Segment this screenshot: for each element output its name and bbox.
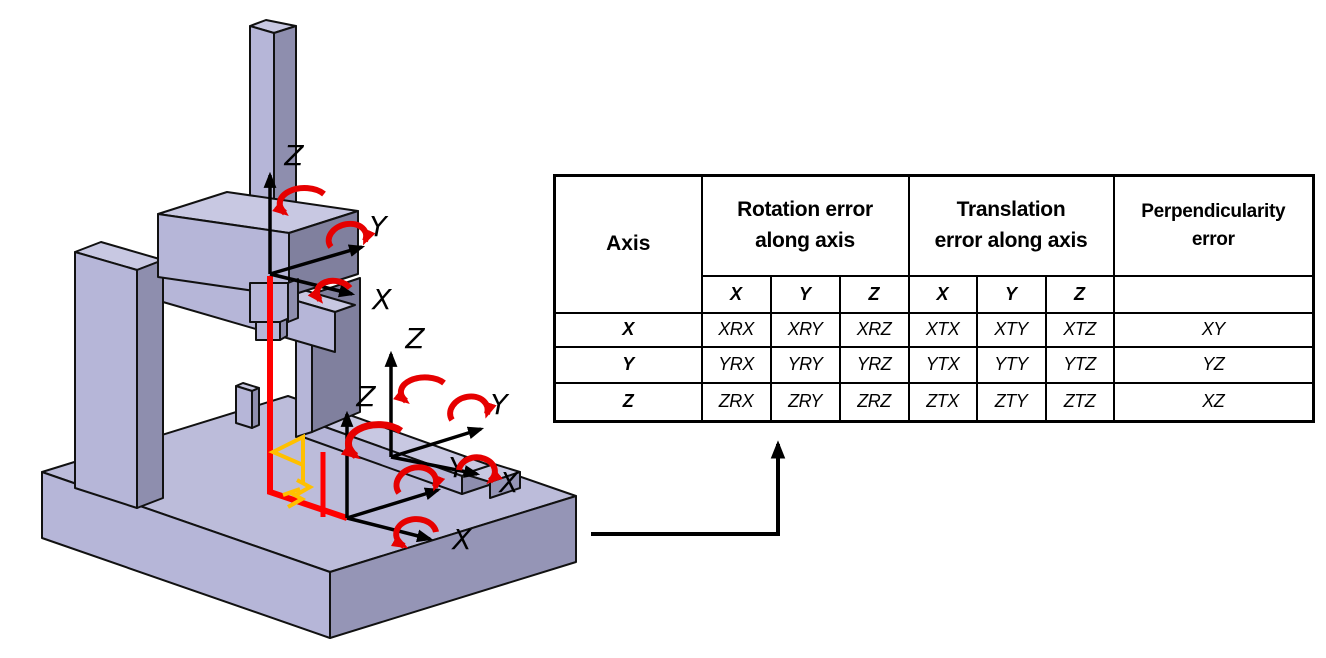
cell-yrx: YRX (700, 345, 772, 384)
callout-arrow (591, 440, 786, 536)
subheader-rot-x: X (700, 274, 772, 314)
cell-perp-xz: XZ (1112, 381, 1315, 423)
kinematic-chain-path (267, 276, 348, 521)
rotation-arrow-spindle-x-icon (307, 277, 353, 304)
cell-xtx: XTX (907, 311, 978, 348)
row-z-label: Z (553, 381, 703, 423)
subheader-trans-y: Y (975, 274, 1047, 314)
base-frame-x-label: X (450, 523, 472, 556)
cell-xty: XTY (975, 311, 1047, 348)
spindle-frame-x-label: X (370, 283, 392, 316)
cell-zrx: ZRX (700, 381, 772, 423)
cell-ytx: YTX (907, 345, 978, 384)
spindle-frame-y-label: Y (369, 210, 388, 243)
subheader-trans-x: X (907, 274, 978, 314)
carriage-frame (384, 350, 485, 478)
carriage-frame-y-label: Y (490, 388, 509, 421)
probe-symbol-icon (268, 433, 315, 509)
cell-yrz: YRZ (838, 345, 910, 384)
carriage-frame-x-axis (390, 455, 481, 478)
carriage-frame-y-axis (390, 426, 485, 459)
rotation-arrow-spindle-z-icon (272, 185, 326, 217)
cell-xry: XRY (769, 311, 841, 348)
cell-perp-xy: XY (1112, 311, 1315, 348)
spindle-frame-z-label: Z (283, 139, 304, 172)
subheader-perp-empty (1112, 274, 1315, 314)
row-y-label: Y (553, 345, 703, 384)
rotation-arrow-base-x-icon (390, 516, 439, 549)
rotation-arrow-base-z-icon (340, 421, 404, 460)
machine-body (41, 19, 577, 639)
subheader-rot-z: Z (838, 274, 910, 314)
cell-xrz: XRZ (838, 311, 910, 348)
rotation-arrow-base-y-icon (393, 464, 446, 495)
rotation-error-header-line1: Rotation error (737, 198, 873, 222)
error-table-grid: Axis Rotation error along axis Translati… (553, 174, 1316, 423)
carriage-frame-z-label: Z (404, 322, 425, 355)
probe-pedestal (235, 382, 260, 429)
machine-base (41, 395, 577, 639)
cell-yry: YRY (769, 345, 841, 384)
cell-ytz: YTZ (1044, 345, 1115, 384)
cell-xrx: XRX (700, 311, 772, 348)
base-frame-x-axis (346, 516, 434, 543)
base-frame-y-axis (346, 487, 442, 520)
perpendicularity-error-header-line1: Perpendicularity (1141, 201, 1286, 223)
spindle-frame (263, 171, 366, 298)
cell-ztz: ZTZ (1044, 381, 1115, 423)
axis-column-header: Axis (553, 174, 703, 314)
rotation-error-header-line2: along axis (755, 228, 855, 252)
rotation-arrows (272, 185, 503, 549)
base-frame-z-label: Z (355, 380, 376, 413)
cell-zry: ZRY (769, 381, 841, 423)
translation-error-header: Translation error along axis (907, 174, 1115, 277)
rotation-arrow-spindle-y-icon (325, 220, 376, 249)
table-row-x: X XRX XRY XRZ XTX XTY XTZ XY (553, 311, 1315, 348)
subheader-trans-z: Z (1044, 274, 1115, 314)
table-row-z: Z ZRX ZRY ZRZ ZTX ZTY ZTZ XZ (553, 381, 1315, 423)
spindle-frame-x-axis (269, 272, 356, 298)
cell-yty: YTY (975, 345, 1047, 384)
cell-xtz: XTZ (1044, 311, 1115, 348)
rotation-arrow-carriage-y-icon (447, 393, 497, 422)
base-frame (340, 410, 442, 543)
perpendicularity-error-header-line2: error (1191, 228, 1235, 250)
translation-error-header-line1: Translation (956, 198, 1066, 222)
cell-zty: ZTY (975, 381, 1047, 423)
perpendicularity-error-header: Perpendicularity error (1112, 174, 1315, 277)
cell-ztx: ZTX (907, 381, 978, 423)
cell-perp-yz: YZ (1112, 345, 1315, 384)
spindle-frame-y-axis (269, 244, 366, 276)
bridge-left-column (74, 241, 164, 509)
row-x-label: X (553, 311, 703, 348)
subheader-rot-y: Y (769, 274, 841, 314)
translation-error-header-line2: error along axis (934, 228, 1088, 252)
cell-zrz: ZRZ (838, 381, 910, 423)
carriage-frame-x-label: X (497, 466, 519, 499)
x-carriage (157, 191, 359, 297)
error-table: Axis Rotation error along axis Translati… (553, 174, 1316, 423)
rotation-arrow-carriage-x-icon (456, 454, 503, 485)
rotation-arrow-carriage-z-icon (393, 374, 446, 405)
table-row-y: Y YRX YRY YRZ YTX YTY YTZ YZ (553, 345, 1315, 384)
rotation-error-header: Rotation error along axis (700, 174, 910, 277)
